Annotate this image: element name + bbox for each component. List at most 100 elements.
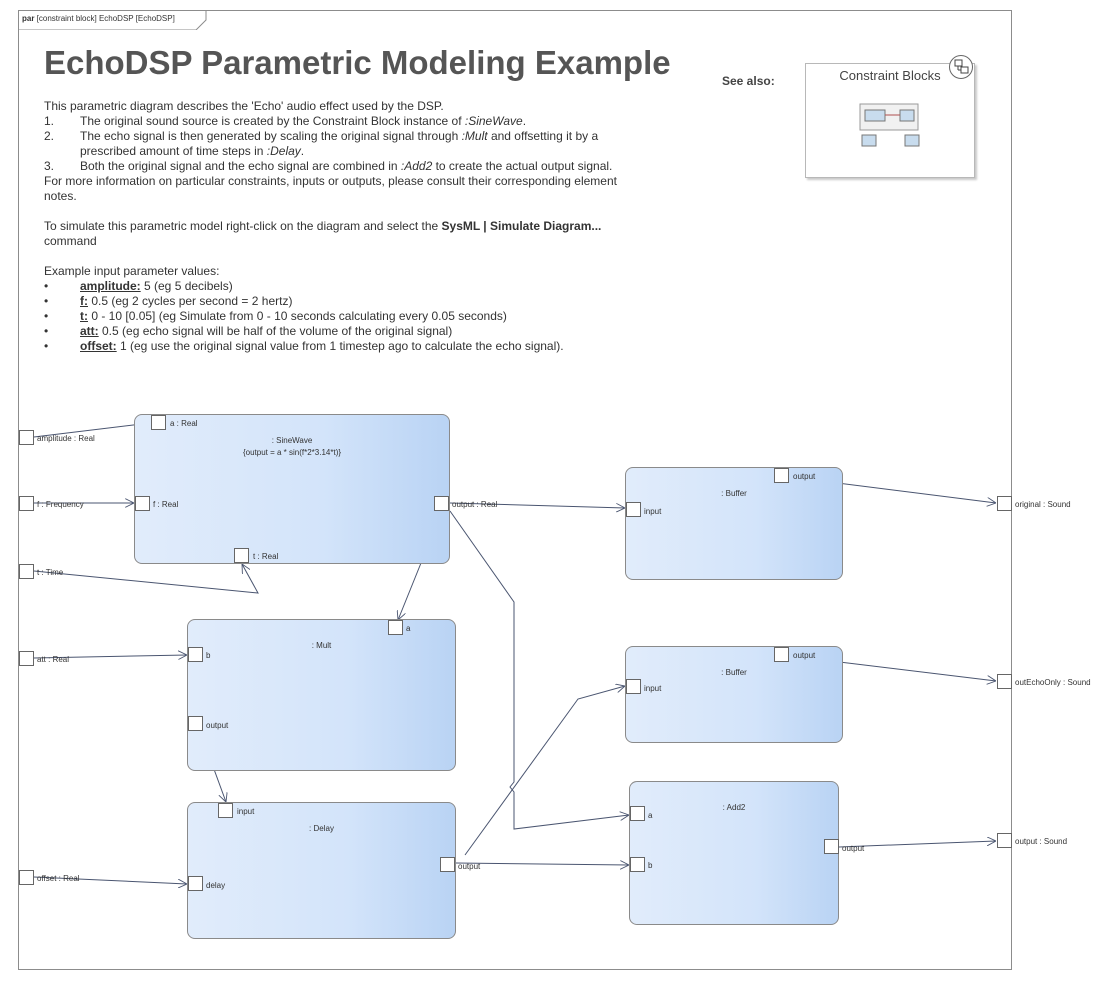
step-number: 3. (44, 159, 55, 173)
bullet: • (44, 279, 49, 293)
list-item: •amplitude: 5 (eg 5 decibels) (44, 279, 644, 294)
step-text: to create the actual output signal. (432, 159, 613, 173)
bullet: • (44, 324, 49, 338)
buffer2-output-port[interactable] (774, 647, 789, 662)
list-item: • t: 0 - 10 [0.05] (eg Simulate from 0 - … (44, 309, 644, 324)
constraint-blocks-title: Constraint Blocks (839, 68, 941, 83)
constraint-blocks-link[interactable]: Constraint Blocks (805, 63, 975, 178)
conn-delay-buffer2 (464, 686, 625, 856)
mult-a-label: a (406, 624, 411, 633)
delay-block[interactable]: : Delay (187, 802, 456, 939)
buffer2-input-port[interactable] (626, 679, 641, 694)
bullet: • (44, 294, 49, 308)
delay-delay-label: delay (206, 881, 226, 890)
bullet: • (44, 309, 49, 323)
diagram-thumbnail-icon (859, 103, 920, 147)
sine-f-label: f : Real (153, 500, 179, 509)
mult-block[interactable]: : Mult (187, 619, 456, 771)
mult-a-port[interactable] (388, 620, 403, 635)
param-amplitude-port[interactable] (19, 430, 34, 445)
description-block: This parametric diagram describes the 'E… (44, 99, 644, 354)
delay-output-label: output (458, 862, 481, 871)
simulate-text: To simulate this parametric model right-… (44, 219, 644, 234)
param-name: offset: (80, 339, 117, 353)
param-original-port[interactable] (997, 496, 1012, 511)
delay-input-label: input (237, 807, 255, 816)
mult-b-label: b (206, 651, 211, 660)
param-att-port[interactable] (19, 651, 34, 666)
param-t-port[interactable] (19, 564, 34, 579)
delay-output-port[interactable] (440, 857, 455, 872)
buffer2-block[interactable]: : Buffer (625, 646, 843, 743)
sine-a-label: a : Real (170, 419, 198, 428)
mult-b-port[interactable] (188, 647, 203, 662)
param-f-label: f : Frequency (37, 500, 84, 509)
sine-t-label: t : Real (253, 552, 279, 561)
buffer1-output-label: output (793, 472, 816, 481)
step-1: 1.The original sound source is created b… (44, 114, 644, 129)
param-desc: 5 (eg 5 decibels) (140, 279, 233, 293)
param-outechoonly-port[interactable] (997, 674, 1012, 689)
buffer1-input-port[interactable] (626, 502, 641, 517)
param-offset-label: offset : Real (37, 874, 80, 883)
param-name: f: (80, 294, 88, 308)
buffer2-input-label: input (644, 684, 662, 693)
page-title: EchoDSP Parametric Modeling Example (44, 44, 671, 81)
conn-sine-add2 (449, 510, 629, 830)
add2-output-label: output (842, 844, 865, 853)
mult-output-port[interactable] (188, 716, 203, 731)
list-item: • offset: 1 (eg use the original signal v… (44, 339, 644, 354)
param-name: t: (80, 309, 88, 323)
step-text: . (300, 144, 305, 158)
list-item: •f: 0.5 (eg 2 cycles per second = 2 hert… (44, 294, 644, 309)
step-em: :Add2 (400, 159, 433, 173)
add2-b-label: b (648, 861, 653, 870)
buffer1-block[interactable]: : Buffer (625, 467, 843, 580)
step-em: :Mult (461, 129, 488, 143)
add2-output-port[interactable] (824, 839, 839, 854)
frame-header-text: [constraint block] EchoDSP [EchoDSP] (36, 14, 175, 23)
param-name: att: (80, 324, 99, 338)
buffer1-name: : Buffer (721, 489, 747, 498)
step-text: The original sound source is created by … (80, 114, 465, 128)
buffer2-name: : Buffer (721, 668, 747, 677)
sine-f-port[interactable] (135, 496, 150, 511)
step-text: and offsetting it by a (487, 129, 599, 143)
param-output-port[interactable] (997, 833, 1012, 848)
param-desc: 0 - 10 [0.05] (eg Simulate from 0 - 10 s… (88, 309, 507, 323)
buffer1-output-port[interactable] (774, 468, 789, 483)
param-output-label: output : Sound (1015, 837, 1068, 846)
bullet: • (44, 339, 49, 353)
delay-input-port[interactable] (218, 803, 233, 818)
conn-t-sine (33, 564, 259, 594)
add2-a-port[interactable] (630, 806, 645, 821)
step-2: 2.The echo signal is then generated by s… (44, 129, 644, 144)
frame-header: par [constraint block] EchoDSP [EchoDSP] (22, 14, 175, 23)
sine-t-port[interactable] (234, 548, 249, 563)
step-text: The echo signal is then generated by sca… (80, 129, 462, 143)
sinewave-block[interactable]: : SineWave {output = a * sin(f*2*3.14*t)… (134, 414, 450, 564)
conn-offset-delay (33, 876, 187, 884)
see-also-label: See also: (722, 74, 775, 88)
param-desc: 1 (eg use the original signal value from… (116, 339, 564, 353)
frame-tab (18, 10, 207, 30)
step-text: prescribed amount of time steps in (80, 144, 267, 158)
example-header: Example input parameter values: (44, 264, 220, 278)
param-offset-port[interactable] (19, 870, 34, 885)
step-text: . (522, 114, 527, 128)
add2-a-label: a (648, 811, 653, 820)
more-info-2: notes. (44, 189, 77, 203)
step-text: Both the original signal and the echo si… (80, 159, 401, 173)
intro-text: This parametric diagram describes the 'E… (44, 99, 444, 113)
param-f-port[interactable] (19, 496, 34, 511)
mult-name: : Mult (311, 641, 332, 650)
simulate-text-b: command (44, 234, 97, 248)
add2-block[interactable]: : Add2 (629, 781, 839, 925)
add2-b-port[interactable] (630, 857, 645, 872)
step-2-cont: prescribed amount of time steps in :Dela… (44, 144, 644, 159)
delay-delay-port[interactable] (188, 876, 203, 891)
sine-output-port[interactable] (434, 496, 449, 511)
sine-a-port[interactable] (151, 415, 166, 430)
param-outechoonly-label: outEchoOnly : Sound (1015, 678, 1091, 687)
sinewave-name: : SineWave (271, 436, 313, 445)
